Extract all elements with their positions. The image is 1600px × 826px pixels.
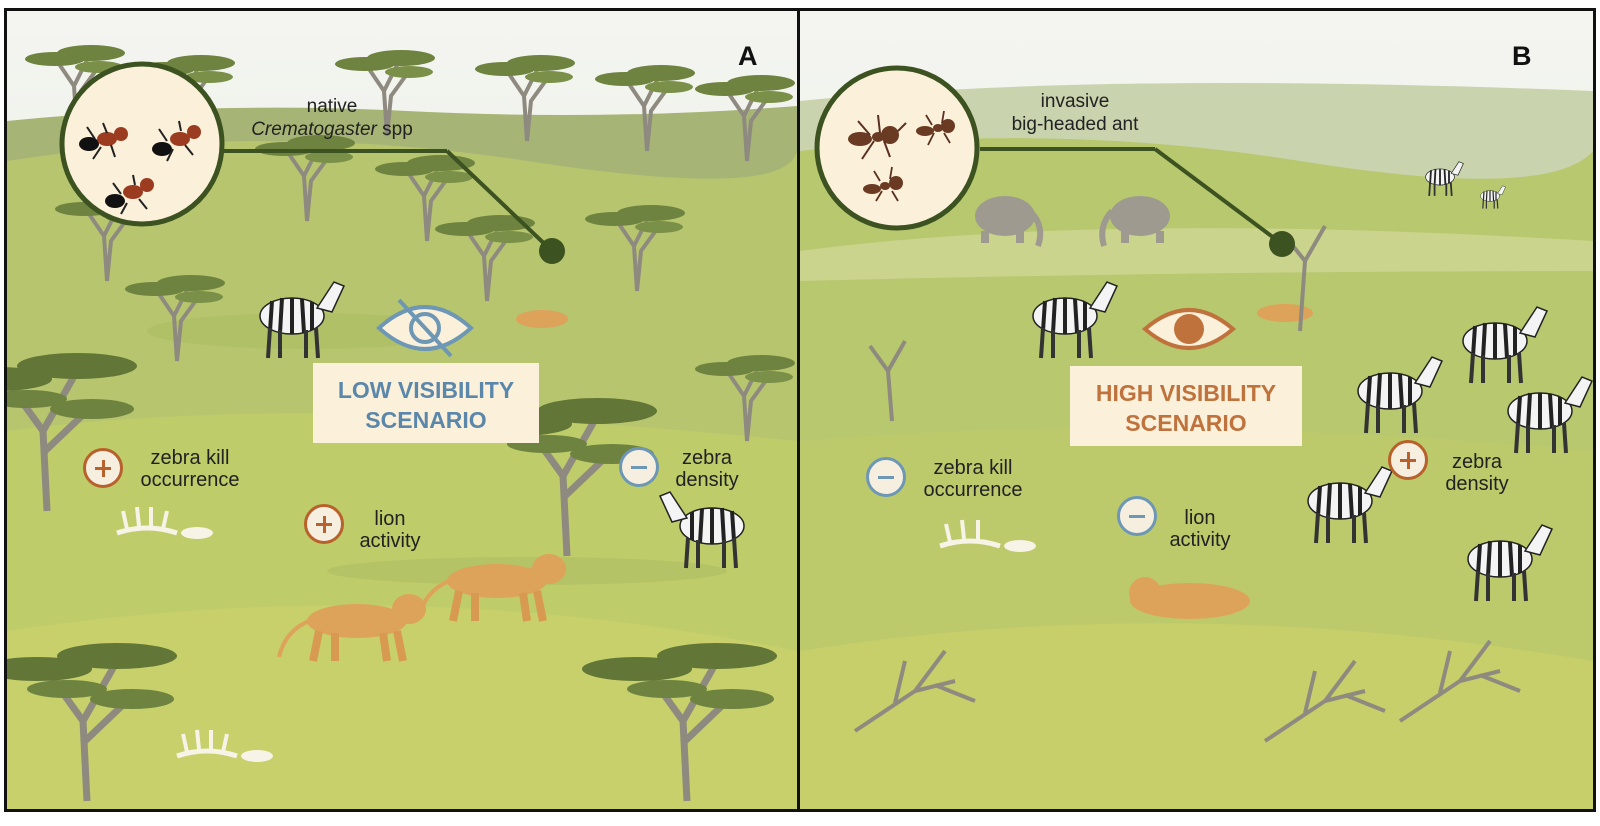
zebra-density-line2: density: [1445, 473, 1509, 495]
panel-letter: A: [738, 41, 758, 71]
elephant-icon: [1099, 196, 1170, 247]
plus-icon: [304, 504, 344, 544]
ant-icon-b2: [916, 110, 955, 146]
zebra-density-label: zebra density: [662, 447, 752, 491]
scenario-box: LOW VISIBILITY SCENARIO: [313, 363, 539, 443]
ant-genus: Crematogaster: [251, 119, 377, 140]
lion-activity-label: lion activity: [1155, 507, 1245, 551]
zebra-kill-line2: occurrence: [140, 469, 240, 491]
crossed-eye-icon: [376, 298, 474, 358]
scenario-title-line1: HIGH VISIBILITY: [1095, 380, 1277, 406]
plus-icon: [83, 448, 123, 488]
ant-location-marker-b: [1269, 231, 1295, 257]
ant-label-line1: native: [306, 96, 358, 117]
zebra-kill-line1: zebra kill: [933, 457, 1013, 479]
savanna-scene-a: [7, 11, 797, 809]
ant-label-line2: big-headed ant: [1011, 114, 1139, 135]
ant-icon-a3: [105, 174, 154, 215]
ant-label: native Crematogaster spp: [232, 95, 432, 141]
zebra-kill-label: zebra kill occurrence: [125, 447, 255, 491]
scenario-box: HIGH VISIBILITY SCENARIO: [1070, 366, 1302, 446]
lion-activity-line1: lion: [374, 508, 406, 530]
plus-icon: [1388, 440, 1428, 480]
ant-icon-a1: [79, 122, 128, 160]
ant-label: invasive big-headed ant: [990, 90, 1160, 136]
zebra-density-line1: zebra: [681, 447, 733, 469]
ant-icon-b3: [863, 166, 903, 202]
ant-inset-circle-b: [814, 65, 980, 231]
bones-icon: [939, 519, 1036, 552]
zebra-density-line2: density: [675, 469, 739, 491]
ant-location-marker-a: [539, 238, 565, 264]
zebra-density-line1: zebra: [1451, 451, 1503, 473]
lion-activity-line2: activity: [1169, 529, 1231, 551]
minus-icon: [1117, 496, 1157, 536]
elephant-icon: [975, 196, 1044, 247]
scenario-title-line2: SCENARIO: [1125, 410, 1247, 436]
zebra-density-label: zebra density: [1432, 451, 1522, 495]
minus-icon: [866, 457, 906, 497]
scenario-title-line2: SCENARIO: [365, 407, 487, 433]
ant-genus-suffix: spp: [376, 119, 413, 140]
ant-icon-b1: [848, 114, 907, 160]
ant-label-line1: invasive: [1040, 91, 1110, 112]
scenario-title-line1: LOW VISIBILITY: [337, 377, 515, 403]
lion-activity-label: lion activity: [345, 508, 435, 552]
lion-activity-line2: activity: [359, 530, 421, 552]
panel-a-low-visibility: A native Crematogaster spp LOW VISIBILIT…: [4, 8, 800, 812]
zebra-kill-label: zebra kill occurrence: [908, 457, 1038, 501]
zebra-kill-line2: occurrence: [923, 479, 1023, 501]
lion-activity-line1: lion: [1184, 507, 1216, 529]
ant-inset-circle-a: [59, 61, 225, 227]
panel-letter: B: [1512, 41, 1532, 71]
minus-icon: [619, 447, 659, 487]
zebra-kill-line1: zebra kill: [150, 447, 230, 469]
sleeping-lion-icon: [1129, 577, 1250, 619]
ant-icon-a2: [152, 120, 201, 162]
panel-b-high-visibility: B invasive big-headed ant HIGH VISIBILIT…: [797, 8, 1596, 812]
eye-icon: [1141, 308, 1237, 350]
